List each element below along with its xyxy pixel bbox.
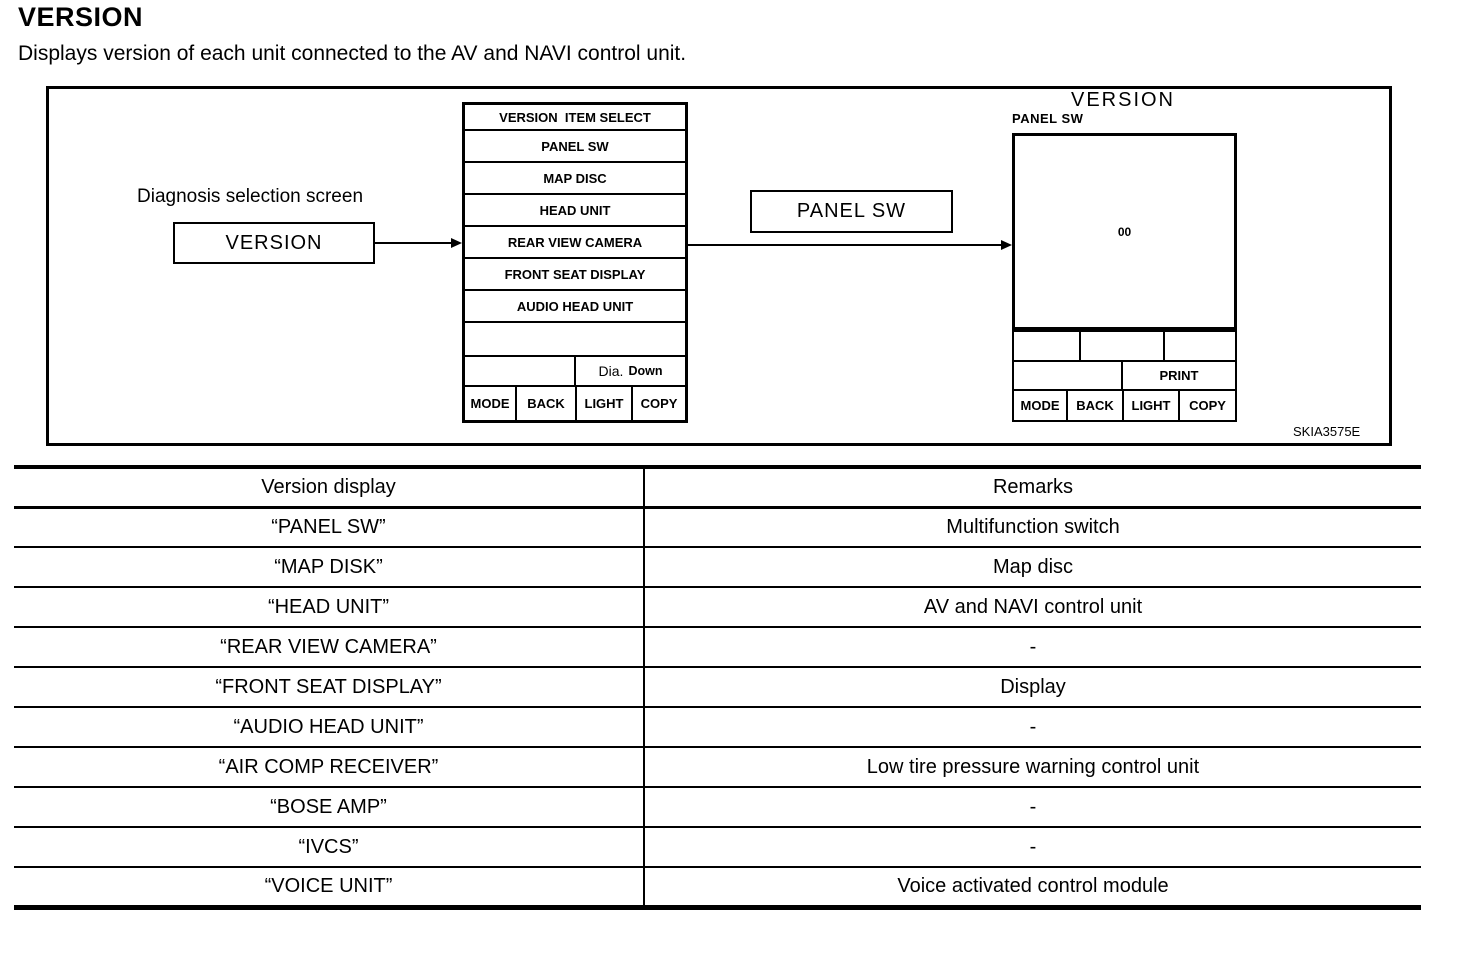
result-screen-title: VERSION	[1070, 89, 1176, 111]
table-cell-version: “BOSE AMP”	[14, 787, 645, 828]
result-screen-label: PANEL SW	[1012, 111, 1084, 126]
panel-sw-box-label: PANEL SW	[796, 200, 907, 222]
table-row: “HEAD UNIT” AV and NAVI control unit	[14, 587, 1421, 628]
table-cell-version: “AUDIO HEAD UNIT”	[14, 707, 645, 748]
table-row: “AIR COMP RECEIVER” Low tire pressure wa…	[14, 747, 1421, 788]
result-softkey-light: LIGHT	[1122, 389, 1180, 422]
table-cell-version: “FRONT SEAT DISPLAY”	[14, 667, 645, 708]
menu-item-rear-view-camera: REAR VIEW CAMERA	[465, 227, 685, 259]
table-cell-remark: -	[644, 627, 1421, 668]
version-select-box: VERSION	[173, 222, 375, 264]
version-table: Version display Remarks “PANEL SW” Multi…	[14, 465, 1421, 910]
table-cell-remark: Map disc	[644, 547, 1421, 588]
result-empty-row	[1012, 330, 1237, 362]
table-cell-remark: Display	[644, 667, 1421, 708]
result-screen-display: 00	[1012, 133, 1237, 330]
menu-item-audio-head-unit: AUDIO HEAD UNIT	[465, 291, 685, 323]
table-cell-remark: -	[644, 827, 1421, 868]
result-softkey-mode: MODE	[1012, 389, 1068, 422]
result-empty-cell-3	[1163, 330, 1237, 362]
flow-arrow-2-head-icon	[1001, 240, 1012, 250]
result-screen-value: 00	[1117, 224, 1132, 239]
page-subtitle: Displays version of each unit connected …	[18, 42, 687, 65]
menu-softkey-copy: COPY	[640, 396, 678, 411]
result-softkey-copy: COPY	[1178, 389, 1237, 422]
result-softkey-row: MODE BACK LIGHT COPY	[1012, 389, 1237, 422]
menu-softkey-mode: MODE	[465, 387, 517, 420]
menu-item-panel-sw: PANEL SW	[465, 131, 685, 163]
dia-label: Dia.	[598, 363, 624, 379]
menu-dia-empty-cell	[465, 357, 576, 385]
diagnosis-screen-label: Diagnosis selection screen	[137, 186, 364, 207]
table-cell-remark: AV and NAVI control unit	[644, 587, 1421, 628]
result-print-cell: PRINT	[1121, 360, 1237, 391]
table-row: “VOICE UNIT” Voice activated control mod…	[14, 867, 1421, 907]
menu-header: VERSION ITEM SELECT	[465, 105, 685, 131]
menu-item-front-seat-display: FRONT SEAT DISPLAY	[465, 259, 685, 291]
table-cell-version: “VOICE UNIT”	[14, 867, 645, 907]
panel-sw-box: PANEL SW	[750, 190, 953, 233]
menu-dia-down-cell: Dia. Down	[576, 363, 685, 379]
menu-item-head-unit: HEAD UNIT	[465, 195, 685, 227]
table-row: “MAP DISK” Map disc	[14, 547, 1421, 588]
table-row: “BOSE AMP” -	[14, 787, 1421, 828]
menu-item-map-disc: MAP DISC	[465, 163, 685, 195]
table-cell-version: “MAP DISK”	[14, 547, 645, 588]
figure-code: SKIA3575E	[1293, 424, 1361, 439]
menu-empty-row	[465, 323, 685, 357]
table-cell-remark: Voice activated control module	[897, 874, 1169, 897]
result-print-row: PRINT	[1012, 360, 1237, 391]
table-header-remarks: Remarks	[644, 467, 1421, 509]
table-row: “PANEL SW” Multifunction switch	[14, 507, 1421, 548]
table-cell-version: “REAR VIEW CAMERA”	[14, 627, 645, 668]
table-cell-remark: Multifunction switch	[644, 507, 1421, 548]
table-cell-remark: Low tire pressure warning control unit	[644, 747, 1421, 788]
flow-arrow-2-line	[688, 244, 1001, 246]
menu-softkey-back: BACK	[517, 387, 577, 420]
page-title: VERSION	[18, 2, 144, 32]
result-softkey-back: BACK	[1066, 389, 1124, 422]
menu-softkey-row: MODE BACK LIGHT COPY	[465, 387, 685, 420]
table-cell-remark: -	[644, 787, 1421, 828]
table-cell-remark: -	[644, 707, 1421, 748]
table-row: “AUDIO HEAD UNIT” -	[14, 707, 1421, 748]
table-cell-version: “IVCS”	[14, 827, 645, 868]
table-row: “IVCS” -	[14, 827, 1421, 868]
version-figure: Diagnosis selection screen VERSION VERSI…	[46, 86, 1392, 446]
table-header-row: Version display Remarks	[14, 467, 1421, 509]
result-print-empty-cell	[1012, 360, 1123, 391]
version-select-label: VERSION	[225, 231, 323, 254]
down-label: Down	[628, 364, 663, 378]
result-empty-cell-1	[1012, 330, 1081, 362]
table-cell-version: “AIR COMP RECEIVER”	[14, 747, 645, 788]
menu-softkey-light: LIGHT	[577, 387, 633, 420]
table-row: “FRONT SEAT DISPLAY” Display	[14, 667, 1421, 708]
table-header-version-display: Version display	[14, 467, 645, 509]
table-cell-version: “PANEL SW”	[14, 507, 645, 548]
flow-arrow-1-line	[375, 242, 451, 244]
table-row: “REAR VIEW CAMERA” -	[14, 627, 1421, 668]
flow-arrow-1-head-icon	[451, 238, 462, 248]
result-empty-cell-2	[1079, 330, 1165, 362]
result-screen-keypad: PRINT MODE BACK LIGHT COPY	[1012, 330, 1237, 422]
version-table-wrap: Version display Remarks “PANEL SW” Multi…	[14, 465, 1421, 910]
version-item-menu: VERSION ITEM SELECT PANEL SW MAP DISC HE…	[462, 102, 688, 423]
menu-dia-row: Dia. Down	[465, 357, 685, 387]
table-cell-version: “HEAD UNIT”	[14, 587, 645, 628]
